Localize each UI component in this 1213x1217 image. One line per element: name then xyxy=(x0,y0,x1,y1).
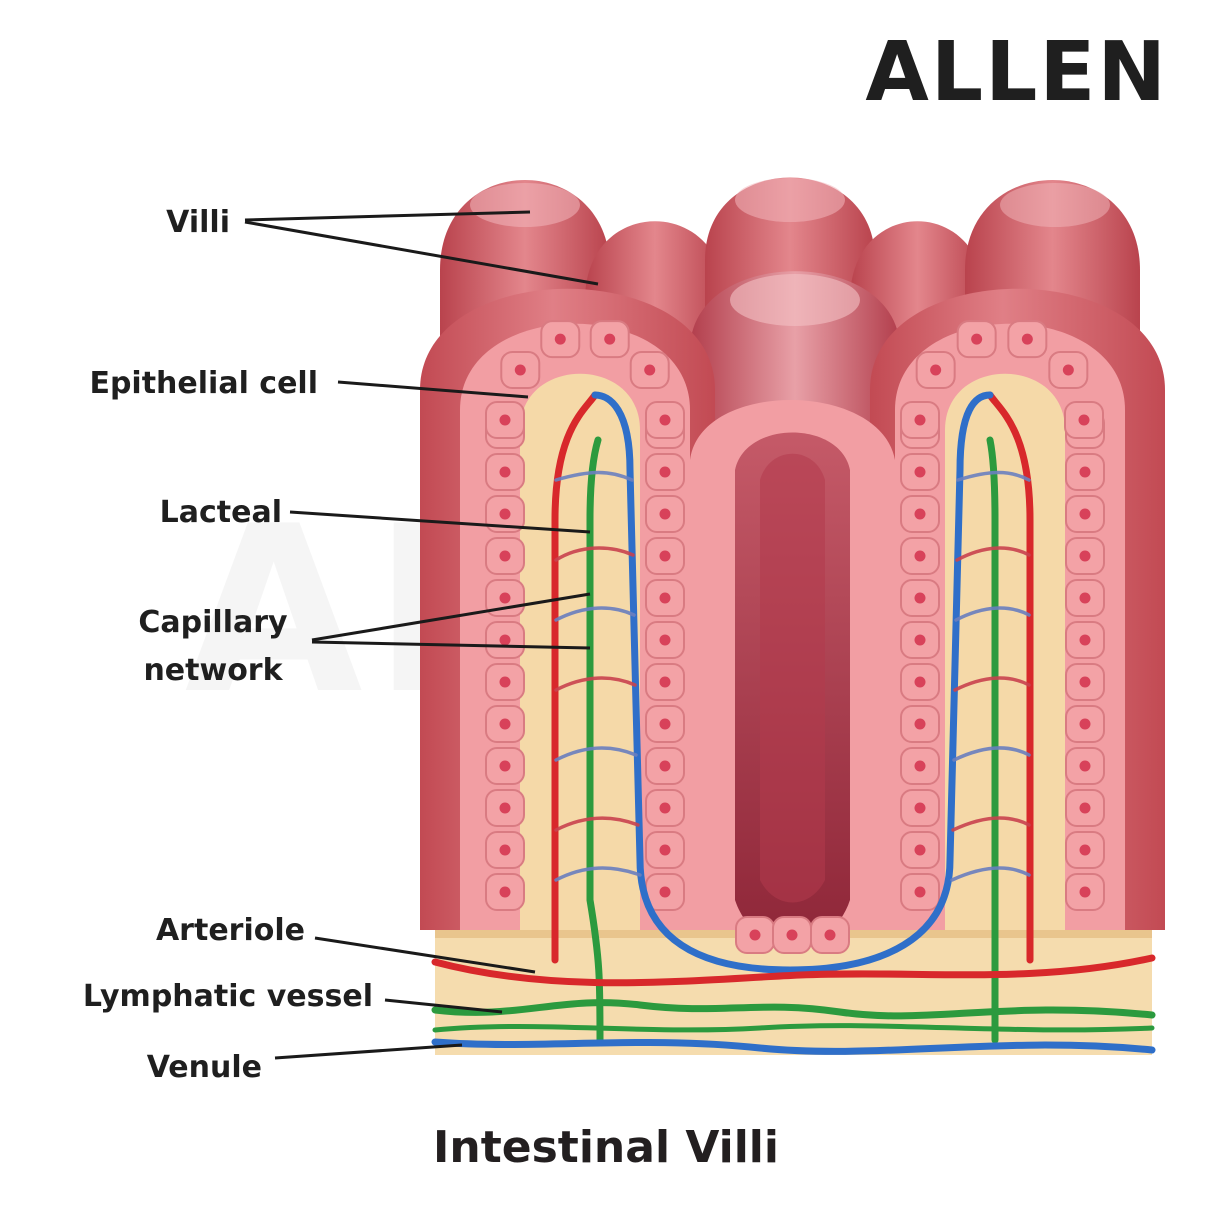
cell-nucleus xyxy=(499,760,511,772)
cell-nucleus xyxy=(1079,592,1091,604)
cell-nucleus xyxy=(659,508,671,520)
label-villi: Villi xyxy=(166,205,230,240)
cell-nucleus xyxy=(1079,718,1091,730)
left-artery xyxy=(551,391,599,964)
right-vein xyxy=(786,391,994,974)
allen-logo: ALLEN xyxy=(865,25,1168,120)
cell-nucleus xyxy=(499,414,511,426)
label-arteriole: Arteriole xyxy=(156,913,305,948)
vessels xyxy=(431,391,1156,1055)
cell-nucleus xyxy=(930,364,942,376)
cell-nucleus xyxy=(514,364,526,376)
cell-nucleus xyxy=(499,634,511,646)
cell-nucleus xyxy=(1021,333,1033,345)
cell-nucleus xyxy=(914,592,926,604)
leader-lines xyxy=(244,210,599,1060)
cell-nucleus xyxy=(749,929,761,941)
cell-nucleus xyxy=(1079,802,1091,814)
cell-nucleus xyxy=(659,886,671,898)
cell-nucleus xyxy=(659,802,671,814)
diagram-title: Intestinal Villi xyxy=(433,1122,779,1173)
cell-nucleus xyxy=(499,592,511,604)
cell-nucleus xyxy=(1079,634,1091,646)
cell-nucleus xyxy=(1079,676,1091,688)
cell-nucleus xyxy=(499,550,511,562)
cell-nucleus xyxy=(659,466,671,478)
cell-nucleus xyxy=(1079,508,1091,520)
cell-nucleus xyxy=(786,929,798,941)
cell-nucleus xyxy=(499,802,511,814)
cell-nucleus xyxy=(914,634,926,646)
cell-nucleus xyxy=(914,550,926,562)
label-venule: Venule xyxy=(147,1050,262,1085)
cell-nucleus xyxy=(659,634,671,646)
cell-nucleus xyxy=(1079,760,1091,772)
labels: Villi Epithelial cell Lacteal Capillary … xyxy=(83,205,373,1085)
cell-nucleus xyxy=(659,718,671,730)
cell-nucleus xyxy=(499,676,511,688)
label-capillary-line2: network xyxy=(143,653,283,688)
cell-nucleus xyxy=(914,508,926,520)
right-lacteal xyxy=(986,436,999,1044)
label-capillary-line1: Capillary xyxy=(138,605,288,640)
cell-nucleus xyxy=(914,802,926,814)
inter-villus-groove xyxy=(690,400,895,945)
cell-nucleus xyxy=(604,333,616,345)
cell-nucleus xyxy=(1079,466,1091,478)
base-arteriole xyxy=(431,954,1156,987)
cell-nucleus xyxy=(659,592,671,604)
epithelial-cells xyxy=(485,320,1105,954)
left-vein xyxy=(591,391,794,974)
cell-nucleus xyxy=(499,844,511,856)
cell-nucleus xyxy=(914,886,926,898)
cell-nucleus xyxy=(971,333,983,345)
base-lymphatic-vessel-2 xyxy=(432,1023,1155,1033)
cell-nucleus xyxy=(659,844,671,856)
cell-nucleus xyxy=(659,550,671,562)
cell-nucleus xyxy=(499,886,511,898)
cell-nucleus xyxy=(824,929,836,941)
cell-nucleus xyxy=(1079,844,1091,856)
cell-nucleus xyxy=(499,466,511,478)
cell-nucleus xyxy=(659,414,671,426)
cell-nucleus xyxy=(1079,886,1091,898)
cell-nucleus xyxy=(914,760,926,772)
cell-nucleus xyxy=(644,364,656,376)
cell-nucleus xyxy=(499,508,511,520)
label-epithelial-cell: Epithelial cell xyxy=(89,366,318,401)
label-lacteal: Lacteal xyxy=(160,495,282,530)
label-lymphatic-vessel: Lymphatic vessel xyxy=(83,979,373,1014)
cell-nucleus xyxy=(914,718,926,730)
cell-nucleus xyxy=(1062,364,1074,376)
cell-nucleus xyxy=(554,333,566,345)
left-lacteal xyxy=(586,436,604,1044)
right-artery xyxy=(986,391,1034,964)
cell-nucleus xyxy=(499,718,511,730)
cell-nucleus xyxy=(659,760,671,772)
cell-nucleus xyxy=(914,676,926,688)
cell-nucleus xyxy=(914,466,926,478)
base-venule xyxy=(431,1038,1156,1055)
cell-nucleus xyxy=(659,676,671,688)
cell-nucleus xyxy=(1079,550,1091,562)
base-lymphatic-vessel xyxy=(431,999,1156,1020)
cell-nucleus xyxy=(914,414,926,426)
cell-nucleus xyxy=(914,844,926,856)
cell-nucleus xyxy=(1078,414,1090,426)
